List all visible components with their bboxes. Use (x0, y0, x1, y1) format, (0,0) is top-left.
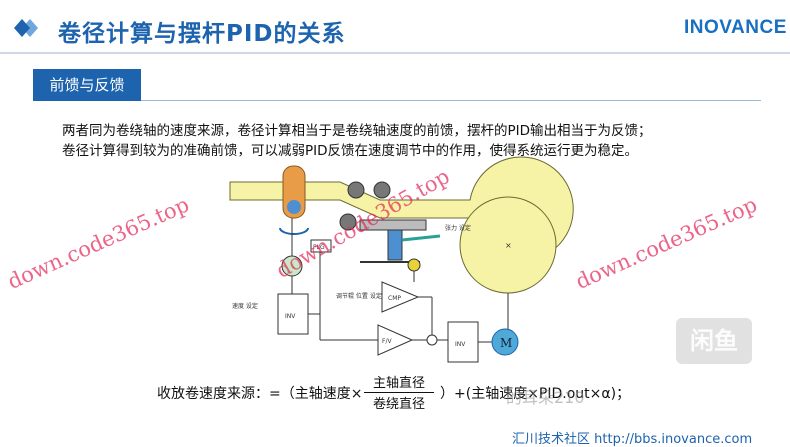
page-title: 卷径计算与摆杆PID的关系 (58, 21, 346, 47)
section-tab: 前馈与反馈 (33, 69, 141, 101)
summing-junction (426, 334, 438, 346)
inv-left-label: INV (285, 313, 296, 320)
formula-numerator: 主轴直径 (364, 372, 434, 393)
cmp-amp (381, 281, 420, 313)
inovance-logo: INOVANCE (684, 17, 787, 38)
speed-setting-label: 速度 设定 (232, 302, 258, 310)
formula-fraction: 主轴直径 卷绕直径 (364, 372, 434, 412)
motor-circle (491, 328, 519, 356)
motor-label: M (500, 336, 512, 350)
diamond-logo-icon (14, 19, 38, 37)
cylinder (387, 229, 403, 261)
rotation-arrow-icon (279, 227, 309, 235)
footer-link[interactable]: 汇川技术社区 http://bbs.inovance.com (512, 432, 753, 447)
tension-setting-label: 张力 设定 (445, 224, 471, 232)
inv-right-box (447, 321, 479, 363)
body-line-1: 两者同为卷绕轴的速度来源，卷径计算相当于是卷绕轴速度的前馈，摆杆的PID输出相当… (62, 123, 652, 139)
guide-roller-2 (373, 181, 391, 199)
body-line-2: 卷径计算得到较为的准确前馈，可以减弱PID反馈在速度调节中的作用，使得系统运行更… (62, 143, 639, 159)
formula-denominator: 卷绕直径 (372, 397, 425, 412)
app-badge-icon: 闲鱼 (676, 318, 752, 364)
guide-roller-3 (339, 213, 357, 231)
formula-suffix: ）+(主轴速度×PID.out×α)； (440, 386, 631, 402)
header-divider (0, 52, 790, 54)
main-roller-axis (287, 200, 301, 214)
guide-roller-1 (347, 181, 365, 199)
fv-label: F/V (382, 338, 392, 345)
dancer-arm (401, 234, 441, 242)
overlay-text: 的耳朵210 (506, 388, 585, 407)
inv-right-label: INV (455, 341, 466, 348)
roll-center-mark: × (505, 241, 512, 250)
fv-amp (377, 324, 414, 356)
section-divider (141, 100, 761, 101)
cmp-label: CMP (388, 295, 401, 302)
plg-label: PLG (313, 244, 325, 251)
dancer-sensor (407, 258, 421, 272)
adjust-setting-label: 调节辊 位置 设定 (336, 292, 382, 300)
plg-box (310, 239, 332, 253)
formula-prefix: 收放卷速度来源：=（主轴速度× (157, 386, 363, 402)
